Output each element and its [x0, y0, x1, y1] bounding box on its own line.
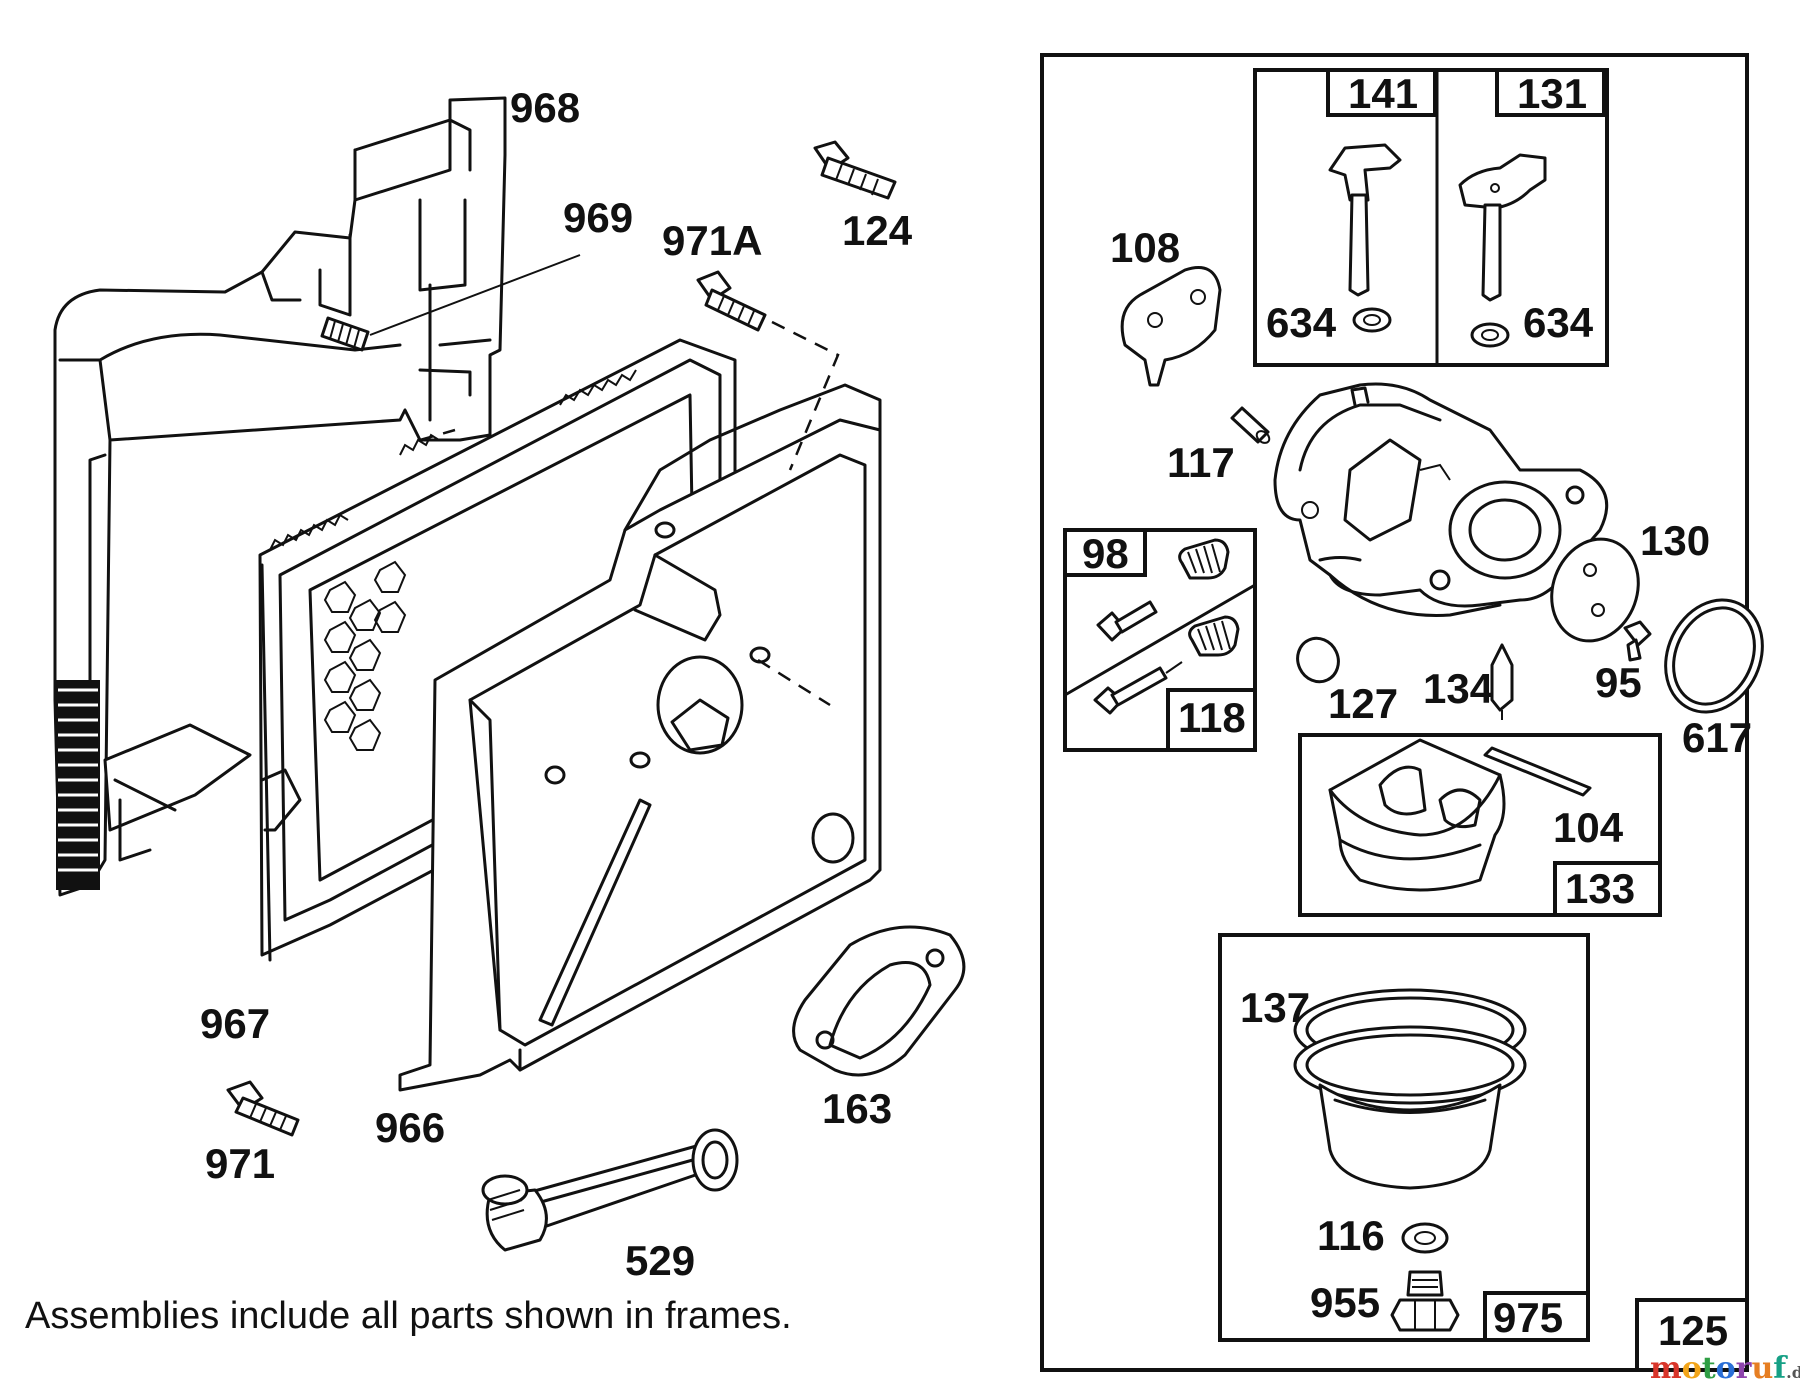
needle-valve-134	[1490, 643, 1514, 720]
gasket-163	[792, 925, 966, 1077]
label-box-118	[1166, 688, 1257, 752]
float-133	[1328, 738, 1506, 892]
footnote-caption: Assemblies include all parts shown in fr…	[25, 1295, 792, 1337]
label-975: 975	[1493, 1294, 1563, 1341]
plug-127	[1296, 636, 1340, 684]
label-966: 966	[375, 1104, 445, 1151]
watermark-letter: o	[1682, 1351, 1702, 1382]
watermark-logo: motoruf.de	[1650, 1351, 1800, 1382]
o-ring-617	[1664, 598, 1764, 714]
label-133: 133	[1565, 865, 1635, 912]
screw-124	[813, 140, 897, 200]
label-971: 971	[205, 1140, 275, 1187]
watermark-letter: t	[1702, 1351, 1716, 1382]
label-116: 116	[1317, 1212, 1385, 1259]
idle-screw-98	[1096, 538, 1230, 642]
label-104: 104	[1553, 804, 1624, 851]
screw-971	[226, 1080, 300, 1137]
screw-971A	[696, 270, 767, 332]
washer-116	[1401, 1222, 1449, 1254]
watermark-letter: r	[1736, 1351, 1753, 1382]
label-box-975	[1483, 1291, 1590, 1342]
label-124: 124	[842, 207, 913, 254]
label-118: 118	[1178, 694, 1246, 741]
label-617: 617	[1682, 714, 1752, 761]
watermark-letter: f	[1773, 1351, 1788, 1382]
label-968: 968	[510, 84, 580, 131]
mixture-screw-118	[1093, 615, 1240, 715]
label-971A: 971A	[662, 217, 762, 264]
watermark-letter: u	[1751, 1351, 1773, 1382]
choke-shaft-141	[1328, 143, 1402, 333]
housing-rib-shading	[56, 680, 100, 890]
screw-95	[1623, 620, 1652, 662]
label-137: 137	[1240, 984, 1310, 1031]
label-98: 98	[1082, 530, 1129, 577]
frame-133	[1298, 733, 1662, 917]
label-127: 127	[1328, 680, 1398, 727]
throttle-shaft-131	[1458, 153, 1547, 348]
label-634-right: 634	[1523, 299, 1594, 346]
label-box-133	[1553, 861, 1662, 917]
frame-975	[1218, 933, 1590, 1342]
label-634-left: 634	[1266, 299, 1337, 346]
pin-117	[1230, 406, 1271, 444]
label-969: 969	[563, 194, 633, 241]
watermark-letter: o	[1716, 1351, 1736, 1382]
breather-tube-529	[481, 1128, 739, 1252]
float-pin-104	[1483, 746, 1592, 797]
stud-969	[320, 254, 581, 352]
label-967: 967	[200, 1000, 270, 1047]
label-108: 108	[1110, 224, 1180, 271]
part-labels: 968 969 971A 124 967 966 971 163 529 108…	[200, 70, 1752, 1354]
dashed-leaders	[419, 320, 840, 707]
label-529: 529	[625, 1237, 695, 1284]
label-box-141	[1326, 68, 1437, 117]
gasket-130	[1550, 537, 1640, 643]
float-bowl-137	[1293, 988, 1527, 1190]
watermark-letter: m	[1650, 1351, 1682, 1382]
label-117: 117	[1167, 439, 1235, 486]
plate-108	[1120, 266, 1222, 387]
label-125: 125	[1658, 1307, 1728, 1354]
label-box-98	[1063, 528, 1147, 577]
label-163: 163	[822, 1085, 892, 1132]
label-box-131	[1495, 68, 1606, 117]
cover-966	[398, 383, 882, 1092]
kit-frame-125	[1040, 53, 1749, 1372]
watermark-name: motoruf	[1650, 1351, 1788, 1382]
label-95: 95	[1595, 659, 1642, 706]
frame-98-118	[1063, 528, 1257, 752]
label-130: 130	[1640, 517, 1710, 564]
label-955: 955	[1310, 1279, 1380, 1326]
kit-label-box-125	[1635, 1298, 1749, 1372]
filter-mesh	[323, 560, 407, 751]
label-131: 131	[1517, 70, 1587, 117]
label-134: 134	[1423, 665, 1494, 712]
label-141: 141	[1348, 70, 1418, 117]
watermark-suffix: .de	[1786, 1363, 1800, 1382]
bowl-nut-955	[1390, 1270, 1460, 1332]
air-cleaner-housing-968	[53, 96, 507, 897]
